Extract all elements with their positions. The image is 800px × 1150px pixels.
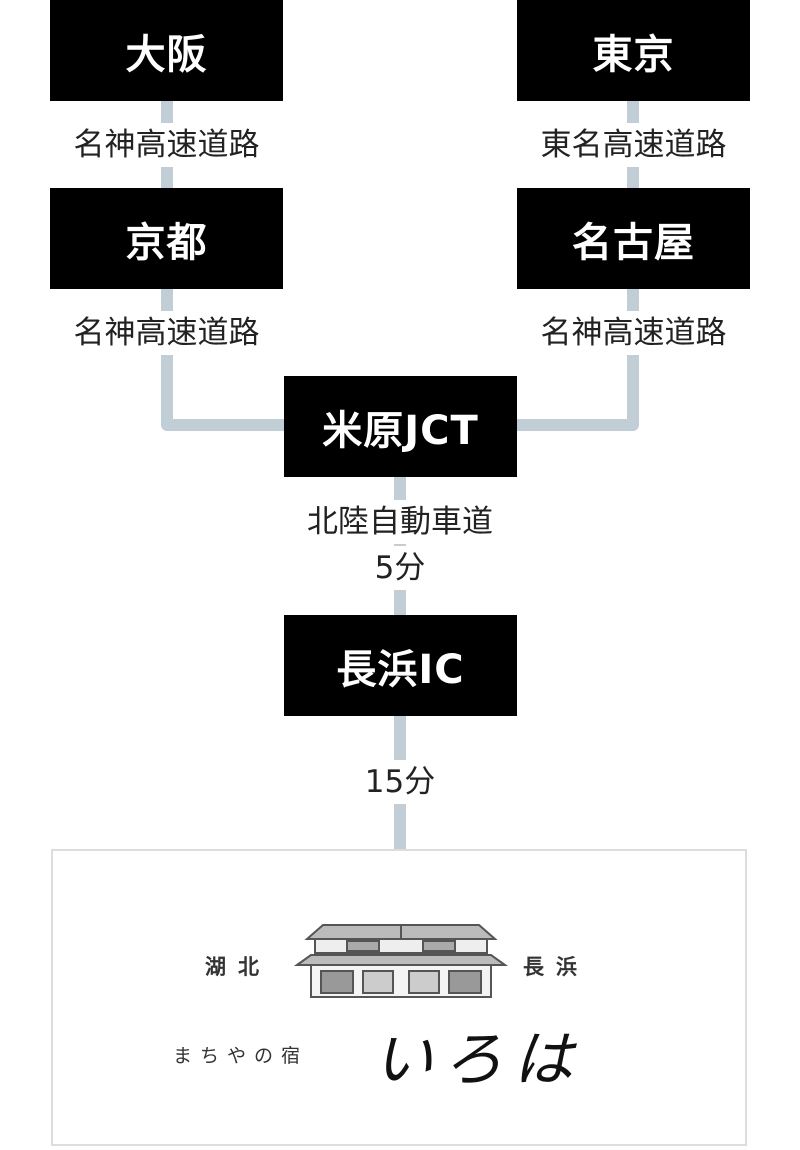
route-label-nagoya-maibara: 名神高速道路 — [517, 311, 750, 355]
route-label-osaka-kyoto: 名神高速道路 — [50, 123, 283, 167]
route-time-15min: 15分 — [358, 760, 442, 804]
logo-tagline: まちやの宿 — [173, 1045, 309, 1067]
route-label-hokuriku-time: 5分 — [260, 546, 540, 590]
node-nagoya: 名古屋 — [517, 188, 750, 289]
route-time-5min: 5分 — [368, 546, 432, 590]
node-osaka: 大阪 — [50, 0, 283, 101]
node-nagahama-ic: 長浜IC — [284, 615, 517, 716]
logo-word-nagahama: 長浜 — [523, 954, 589, 979]
route-label-hokuriku: 北陸自動車道 — [260, 500, 540, 544]
logo-name: いろは — [373, 1025, 583, 1095]
route-label-final-time: 15分 — [260, 760, 540, 804]
route-label-kyoto-maibara: 名神高速道路 — [50, 311, 283, 355]
node-tokyo: 東京 — [517, 0, 750, 101]
machiya-house-icon — [293, 924, 509, 998]
logo-word-kohoku: 湖北 — [205, 954, 271, 979]
node-kyoto: 京都 — [50, 188, 283, 289]
route-label-tokyo-nagoya: 東名高速道路 — [517, 123, 750, 167]
route-road-name: 北陸自動車道 — [301, 500, 499, 544]
node-maibara-jct: 米原JCT — [284, 376, 517, 477]
destination-card: 湖北 長浜 まちやの宿 いろは — [51, 849, 747, 1146]
